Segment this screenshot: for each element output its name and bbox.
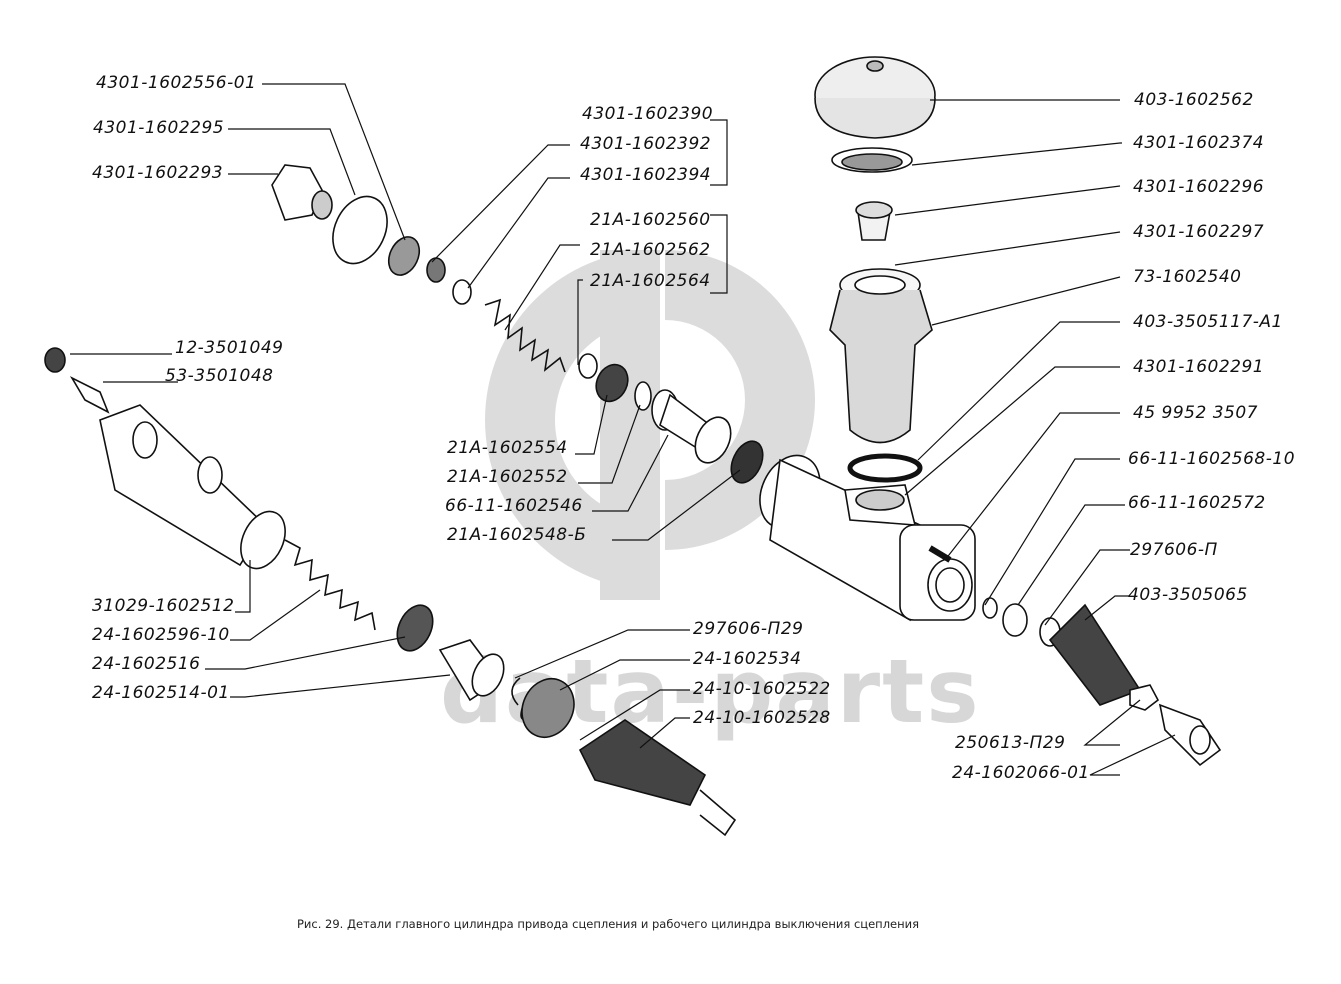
plug-nut [271, 164, 333, 221]
part-label: 403-3505117-А1 [1133, 312, 1283, 332]
part-label: 403-3505065 [1128, 585, 1248, 605]
pushrod-boot-right [1048, 603, 1142, 706]
part-label: 4301-1602394 [580, 165, 712, 185]
piston-cup [595, 363, 629, 403]
piston-seal [730, 440, 764, 484]
part-label: 24-1602596-10 [92, 625, 230, 645]
filter-screen [831, 147, 913, 173]
pushrod-tip [982, 597, 998, 619]
pushrod-boot [578, 719, 737, 837]
part-label: 24-1602534 [693, 649, 802, 669]
part-label: 73-1602540 [1133, 267, 1242, 287]
part-label: 53-3501048 [165, 366, 274, 386]
watermark-stem [600, 250, 660, 600]
valve-1 [426, 257, 446, 283]
part-label: 24-1602514-01 [92, 683, 230, 703]
part-label: 21A-1602552 [447, 467, 568, 487]
part-label: 4301-1602392 [580, 134, 712, 154]
part-label: 66-11-1602568-10 [1128, 449, 1296, 469]
part-label: 21A-1602562 [590, 240, 711, 260]
part-label: 250613-П29 [955, 733, 1066, 753]
part-label: 21A-1602548-Б [447, 525, 587, 545]
part-label: 31029-1602512 [92, 596, 235, 616]
part-label: 403-1602562 [1134, 90, 1254, 110]
part-label: 45 9952 3507 [1133, 403, 1258, 423]
gasket-washer [332, 195, 388, 265]
part-label: 66-11-1602546 [445, 496, 583, 516]
reservoir-body [829, 268, 933, 444]
part-label: 21A-1602564 [590, 271, 711, 291]
piston-washer [634, 381, 652, 411]
slave-cylinder-body [99, 404, 286, 570]
reservoir-cap [814, 56, 936, 139]
slave-piston [438, 639, 505, 702]
part-label: 66-11-1602572 [1128, 493, 1266, 513]
reservoir-seal [847, 453, 923, 483]
bushing [387, 236, 421, 276]
part-label: 21A-1602554 [447, 438, 568, 458]
part-label: 4301-1602295 [93, 118, 225, 138]
part-label: 4301-1602297 [1133, 222, 1265, 242]
bleeder-cap [44, 347, 66, 373]
spring-seat [578, 353, 598, 379]
pushrod-washer [1002, 603, 1028, 637]
watermark-left-arc [485, 250, 655, 590]
part-label: 21A-1602560 [590, 210, 711, 230]
reservoir-fitting [855, 201, 893, 241]
part-label: 4301-1602296 [1133, 177, 1265, 197]
return-spring [484, 298, 566, 373]
part-label: 4301-1602556-01 [96, 73, 257, 93]
valve-2 [452, 279, 472, 305]
part-label: 4301-1602374 [1133, 133, 1265, 153]
master-cylinder-body [759, 454, 976, 622]
bleeder-valve [69, 376, 110, 414]
part-label: 297606-П [1130, 540, 1218, 560]
part-label: 24-1602516 [92, 654, 201, 674]
piston [651, 389, 732, 464]
part-label: 4301-1602293 [92, 163, 224, 183]
part-label: 24-10-1602528 [693, 708, 831, 728]
part-label: 12-3501049 [175, 338, 284, 358]
lock-nut [1129, 684, 1160, 711]
part-label: 4301-1602291 [1133, 357, 1265, 377]
part-label: 4301-1602390 [582, 104, 714, 124]
part-label: 24-10-1602522 [693, 679, 831, 699]
slave-spring [284, 539, 376, 631]
clevis [1158, 703, 1222, 767]
boot-ring [521, 678, 575, 738]
part-label: 297606-П29 [693, 619, 804, 639]
figure-caption: Рис. 29. Детали главного цилиндра привод… [297, 917, 920, 931]
part-label: 24-1602066-01 [952, 763, 1090, 783]
slave-cup [396, 604, 434, 652]
leader-lines [70, 83, 1176, 776]
